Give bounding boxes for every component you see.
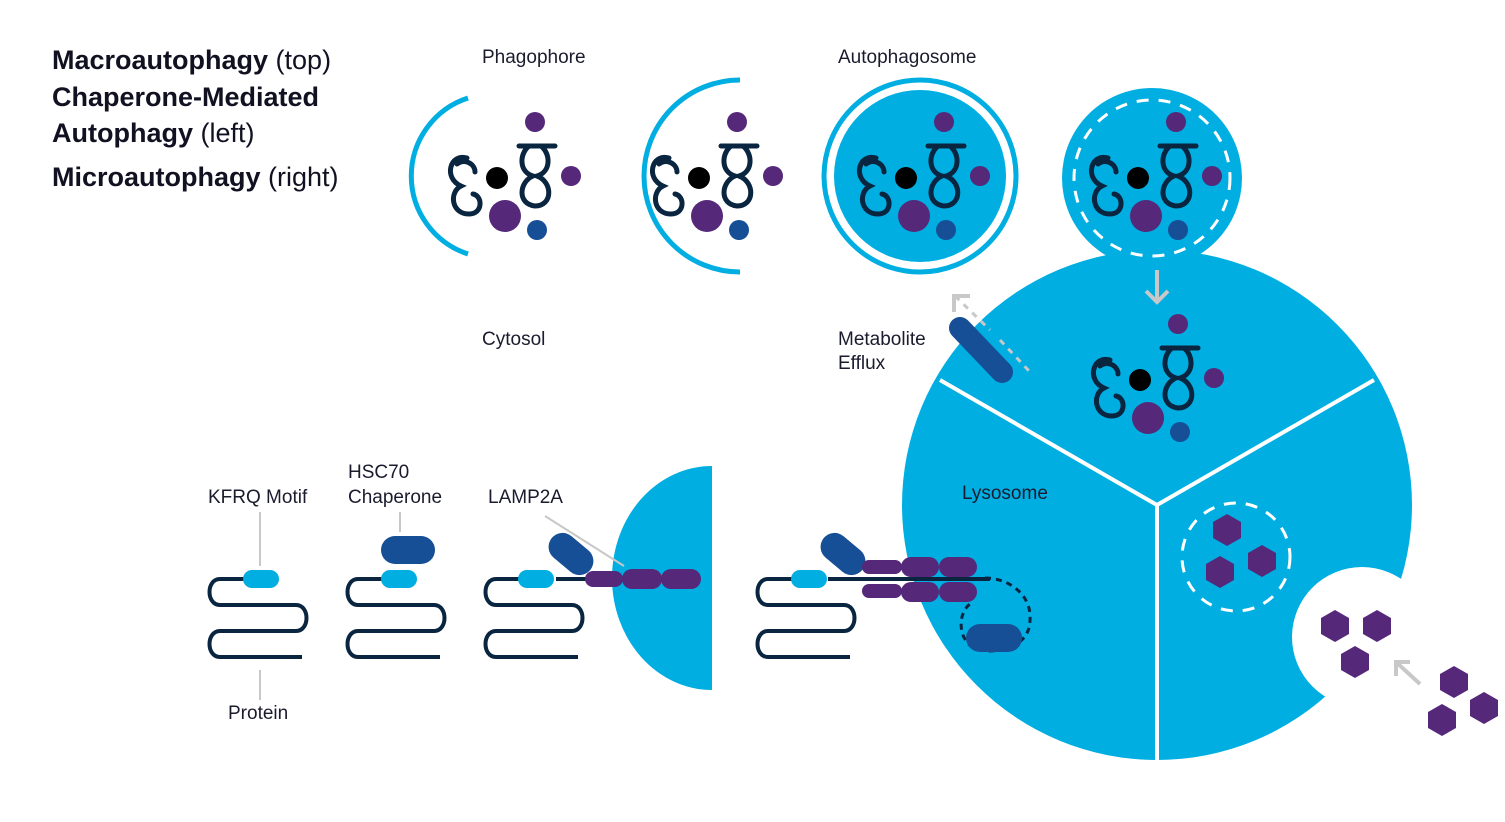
legend-macro-name: Macroautophagy <box>52 45 269 75</box>
protein-hsc70 <box>345 512 447 659</box>
label-metabolite: Metabolite <box>838 329 926 350</box>
protein-translocation <box>755 532 1032 659</box>
legend-cma: Chaperone-Mediated Autophagy (left) <box>52 79 412 151</box>
label-hsc70: HSC70 <box>348 462 410 483</box>
legend-macroautophagy: Macroautophagy (top) <box>52 42 412 78</box>
legend-microautophagy: Microautophagy (right) <box>52 159 412 195</box>
autophagosome <box>821 77 1019 275</box>
phagophore-stage-1 <box>408 95 581 257</box>
label-kfrq-motif: KFRQ Motif <box>208 487 308 508</box>
label-efflux: Efflux <box>838 353 886 374</box>
uptake-arrow <box>1394 660 1422 686</box>
label-autophagosome: Autophagosome <box>838 47 977 68</box>
efflux-transporter <box>949 294 1032 383</box>
label-chaperone: Chaperone <box>348 487 443 508</box>
legend-micro-position: (right) <box>268 162 339 192</box>
label-lamp2a: LAMP2A <box>488 487 563 508</box>
legend-micro-name: Microautophagy <box>52 162 261 192</box>
down-arrow <box>1144 270 1170 305</box>
label-protein: Protein <box>228 703 289 724</box>
legend: Macroautophagy (top) Chaperone-Mediated … <box>52 42 412 195</box>
legend-cma-position: (left) <box>200 118 255 148</box>
protein-kfrq <box>207 512 309 700</box>
autolysosome-fusion <box>1062 88 1242 268</box>
label-lysosome: Lysosome <box>962 483 1048 504</box>
label-phagophore: Phagophore <box>482 47 586 68</box>
microautophagy-vesicle <box>1180 501 1292 613</box>
protein-lamp2a-binding <box>483 466 712 690</box>
legend-cma-name-line2: Autophagy <box>52 118 193 148</box>
phagophore-stage-2 <box>641 77 783 275</box>
legend-cma-name-line1: Chaperone-Mediated <box>52 82 320 112</box>
lysosome <box>902 250 1432 760</box>
legend-macro-position: (top) <box>275 45 332 75</box>
label-cytosol: Cytosol <box>482 329 546 350</box>
